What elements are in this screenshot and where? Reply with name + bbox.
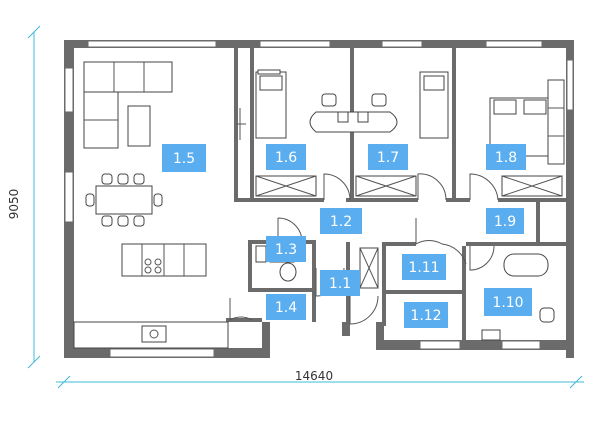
room-labels: 1.5 1.6 1.7 1.8 1.2 1.9 1.3 1.11 — [162, 144, 532, 328]
room-label-1-7: 1.7 — [368, 144, 408, 170]
width-dimension: 14640 — [295, 369, 333, 383]
room-label-text: 1.1 — [329, 276, 351, 292]
bedroom-1-6-furniture — [255, 69, 317, 197]
bedroom-1-7-furniture — [355, 71, 449, 197]
room-label-text: 1.10 — [492, 295, 523, 311]
room-label-text: 1.7 — [377, 150, 399, 166]
room-label-text: 1.5 — [173, 151, 195, 167]
room-label-1-4: 1.4 — [266, 294, 306, 320]
room-label-1-11: 1.11 — [402, 254, 446, 280]
room-label-1-6: 1.6 — [266, 144, 306, 170]
desk-area — [309, 93, 398, 133]
room-label-text: 1.8 — [495, 150, 517, 166]
outer-walls — [64, 40, 574, 358]
height-dimension: 9050 — [7, 189, 21, 220]
room-label-text: 1.6 — [275, 150, 297, 166]
room-label-text: 1.12 — [410, 308, 441, 324]
room-label-1-8: 1.8 — [486, 144, 526, 170]
room-label-text: 1.9 — [494, 214, 516, 230]
room-label-1-1: 1.1 — [320, 270, 360, 296]
room-label-1-10: 1.10 — [484, 288, 532, 316]
room-label-1-9: 1.9 — [486, 208, 524, 234]
room-label-1-2: 1.2 — [320, 208, 362, 234]
room-label-text: 1.11 — [408, 260, 439, 276]
room-label-text: 1.2 — [330, 214, 352, 230]
room-label-text: 1.4 — [275, 300, 297, 316]
living-room-furniture — [73, 61, 246, 349]
room-label-1-12: 1.12 — [404, 302, 448, 328]
room-label-1-3: 1.3 — [266, 236, 306, 262]
bedroom-1-8-furniture — [489, 79, 565, 197]
room-label-1-5: 1.5 — [162, 144, 206, 172]
dimension-lines: 14640 9050 — [7, 25, 584, 389]
room-label-text: 1.3 — [275, 242, 297, 258]
